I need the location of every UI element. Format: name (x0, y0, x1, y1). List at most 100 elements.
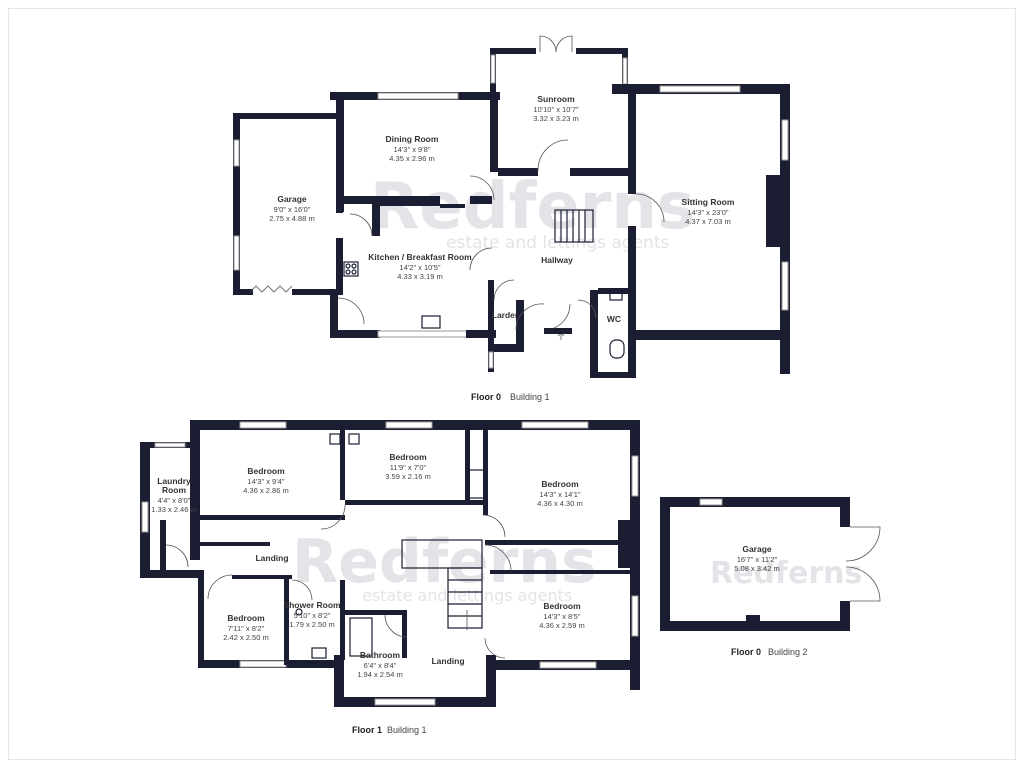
wall (466, 330, 496, 338)
toilet (609, 339, 625, 359)
brand-watermark: Redferns (370, 170, 695, 244)
wall (570, 168, 628, 176)
wall (490, 570, 630, 574)
floor0-building2-plan (660, 497, 881, 631)
room-name-sitting: Sitting Room (682, 197, 735, 207)
room-name-sunroom: Sunroom (537, 94, 575, 104)
door-swing (469, 247, 493, 271)
floor0-labels: Sunroom 10'10" x 10'7" 3.32 x 3.23 m Din… (269, 94, 735, 324)
sink (421, 315, 441, 329)
room-name-wc: WC (607, 314, 621, 324)
wall (840, 601, 850, 631)
window (781, 119, 789, 161)
window (385, 421, 433, 429)
room-dims-metric-bedroom: 4.36 x 2.86 m (243, 486, 288, 495)
bath (349, 617, 373, 657)
room-name-laundry: Laundry (157, 476, 191, 486)
window (631, 595, 639, 637)
cupboard (329, 433, 341, 445)
room-dims-imperial-garage: 16'7" x 11'2" (737, 555, 778, 564)
door-swing (635, 193, 665, 223)
shower-head (295, 608, 303, 616)
wall (630, 420, 640, 690)
french-door (539, 35, 557, 53)
door-swing (484, 544, 512, 572)
room-dims-imperial-bathroom: 6'4" x 8'4" (364, 661, 397, 670)
wall (160, 520, 166, 570)
room-dims-imperial-bedroom: 11'9" x 7'0" (390, 463, 427, 472)
window (781, 261, 789, 311)
brand-watermark: Redferns (710, 556, 862, 591)
window (377, 92, 459, 100)
door-swing (577, 299, 597, 319)
wall (486, 655, 496, 707)
door-swing (469, 175, 495, 201)
window (154, 442, 186, 448)
garage-door (845, 566, 881, 602)
cupboard (348, 433, 360, 445)
room-dims-imperial-bedroom: 14'3" x 8'5" (544, 612, 581, 621)
floor1-building1-plan (140, 420, 640, 707)
window (521, 421, 589, 429)
room-name-bedroom: Bedroom (389, 452, 427, 462)
window (239, 660, 287, 668)
wall (292, 289, 342, 295)
wall (590, 372, 636, 378)
hob-ring (345, 269, 351, 275)
brand-tagline-watermark: estate and lettings agents (446, 233, 669, 253)
wall (598, 288, 630, 294)
floor0-building1-plan (233, 35, 790, 378)
door-swing (349, 213, 373, 237)
room-dims-metric-garage: 2.75 x 4.88 m (269, 214, 314, 223)
wall (402, 610, 407, 658)
room-name-garage: Garage (742, 544, 772, 554)
wall (200, 515, 345, 520)
wall (496, 48, 536, 54)
room-name-bedroom: Bedroom (247, 466, 285, 476)
wall (780, 84, 790, 374)
wall (345, 610, 405, 615)
watermark-floor0: Redferns estate and lettings agents (370, 170, 695, 253)
room-name-bedroom: Bedroom (543, 601, 581, 611)
wall (200, 542, 270, 546)
room-dims-imperial-bedroom: 14'3" x 9'4" (248, 477, 285, 486)
wall (470, 196, 492, 204)
wall (330, 290, 338, 338)
wall (340, 580, 345, 660)
hob-ring (345, 263, 351, 269)
wall (636, 330, 790, 340)
wall (488, 280, 494, 372)
stairs (554, 209, 594, 243)
room-dims-imperial-bedroom: 14'3" x 14'1" (539, 490, 580, 499)
chimney-breast (766, 175, 780, 247)
watermark-garage2: Redferns (710, 556, 862, 591)
caption-floor: Floor 1 (352, 725, 382, 735)
caption-floor: Floor 0 (731, 647, 761, 657)
watermark-floor1: Redferns estate and lettings agents (292, 527, 597, 605)
room-dims-metric-sitting: 4.37 x 7.03 m (685, 217, 730, 226)
wardrobe (467, 469, 485, 499)
wall (233, 289, 253, 295)
window (488, 351, 494, 369)
window (233, 235, 240, 271)
door-swing (320, 504, 346, 530)
wall (336, 92, 344, 212)
window (699, 498, 723, 506)
wall (330, 330, 380, 338)
window (377, 330, 469, 338)
door-swing (165, 544, 189, 568)
wall (465, 430, 470, 500)
room-dims-metric-dining: 4.35 x 2.96 m (389, 154, 434, 163)
room-name-larder: Larder (492, 310, 519, 320)
window (539, 661, 597, 669)
window (239, 421, 287, 429)
wall (336, 196, 376, 204)
plan-frame (8, 8, 1016, 760)
wall (490, 92, 498, 172)
window (659, 85, 741, 93)
room-dims-metric-kitchen: 4.33 x 3.19 m (397, 272, 442, 281)
room-dims-metric-bedroom: 2.42 x 2.50 m (223, 633, 268, 642)
room-name-landing: Landing (431, 656, 464, 666)
wall (190, 420, 200, 560)
wall (375, 196, 440, 206)
